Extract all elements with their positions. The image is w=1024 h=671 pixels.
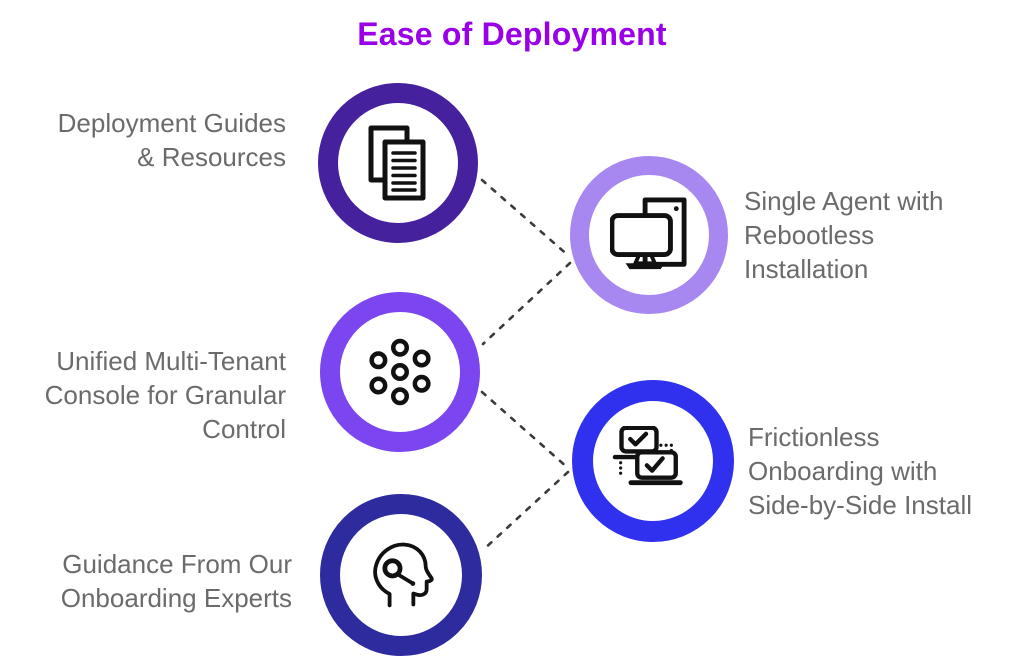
multi-tenant-console-label: Unified Multi-Tenant Console for Granula… <box>44 346 286 444</box>
deployment-guides-circle <box>318 83 478 243</box>
page-title: Ease of Deployment <box>357 16 667 52</box>
single-agent-circle <box>570 156 728 314</box>
onboarding-experts-label: Guidance From Our Onboarding Experts <box>60 549 292 613</box>
support-person-icon <box>373 542 434 608</box>
single-agent-label: Single Agent with Rebootless Installatio… <box>744 186 944 284</box>
dots-cluster-icon <box>369 338 431 406</box>
connector-dashed-line <box>481 261 572 346</box>
connector-dashed-line <box>480 390 570 470</box>
frictionless-onboarding-circle <box>572 380 734 542</box>
multi-tenant-console-circle <box>320 292 480 452</box>
documents-icon <box>368 125 426 201</box>
frictionless-onboarding-label: Frictionless Onboarding with Side-by-Sid… <box>748 422 972 520</box>
computer-devices-icon <box>610 197 687 270</box>
deployment-guides-label: Deployment Guides & Resources <box>57 108 286 172</box>
onboarding-experts-circle <box>320 494 482 656</box>
connector-dashed-line <box>481 470 570 552</box>
laptops-check-icon <box>612 426 683 486</box>
connector-dashed-line <box>480 178 572 259</box>
